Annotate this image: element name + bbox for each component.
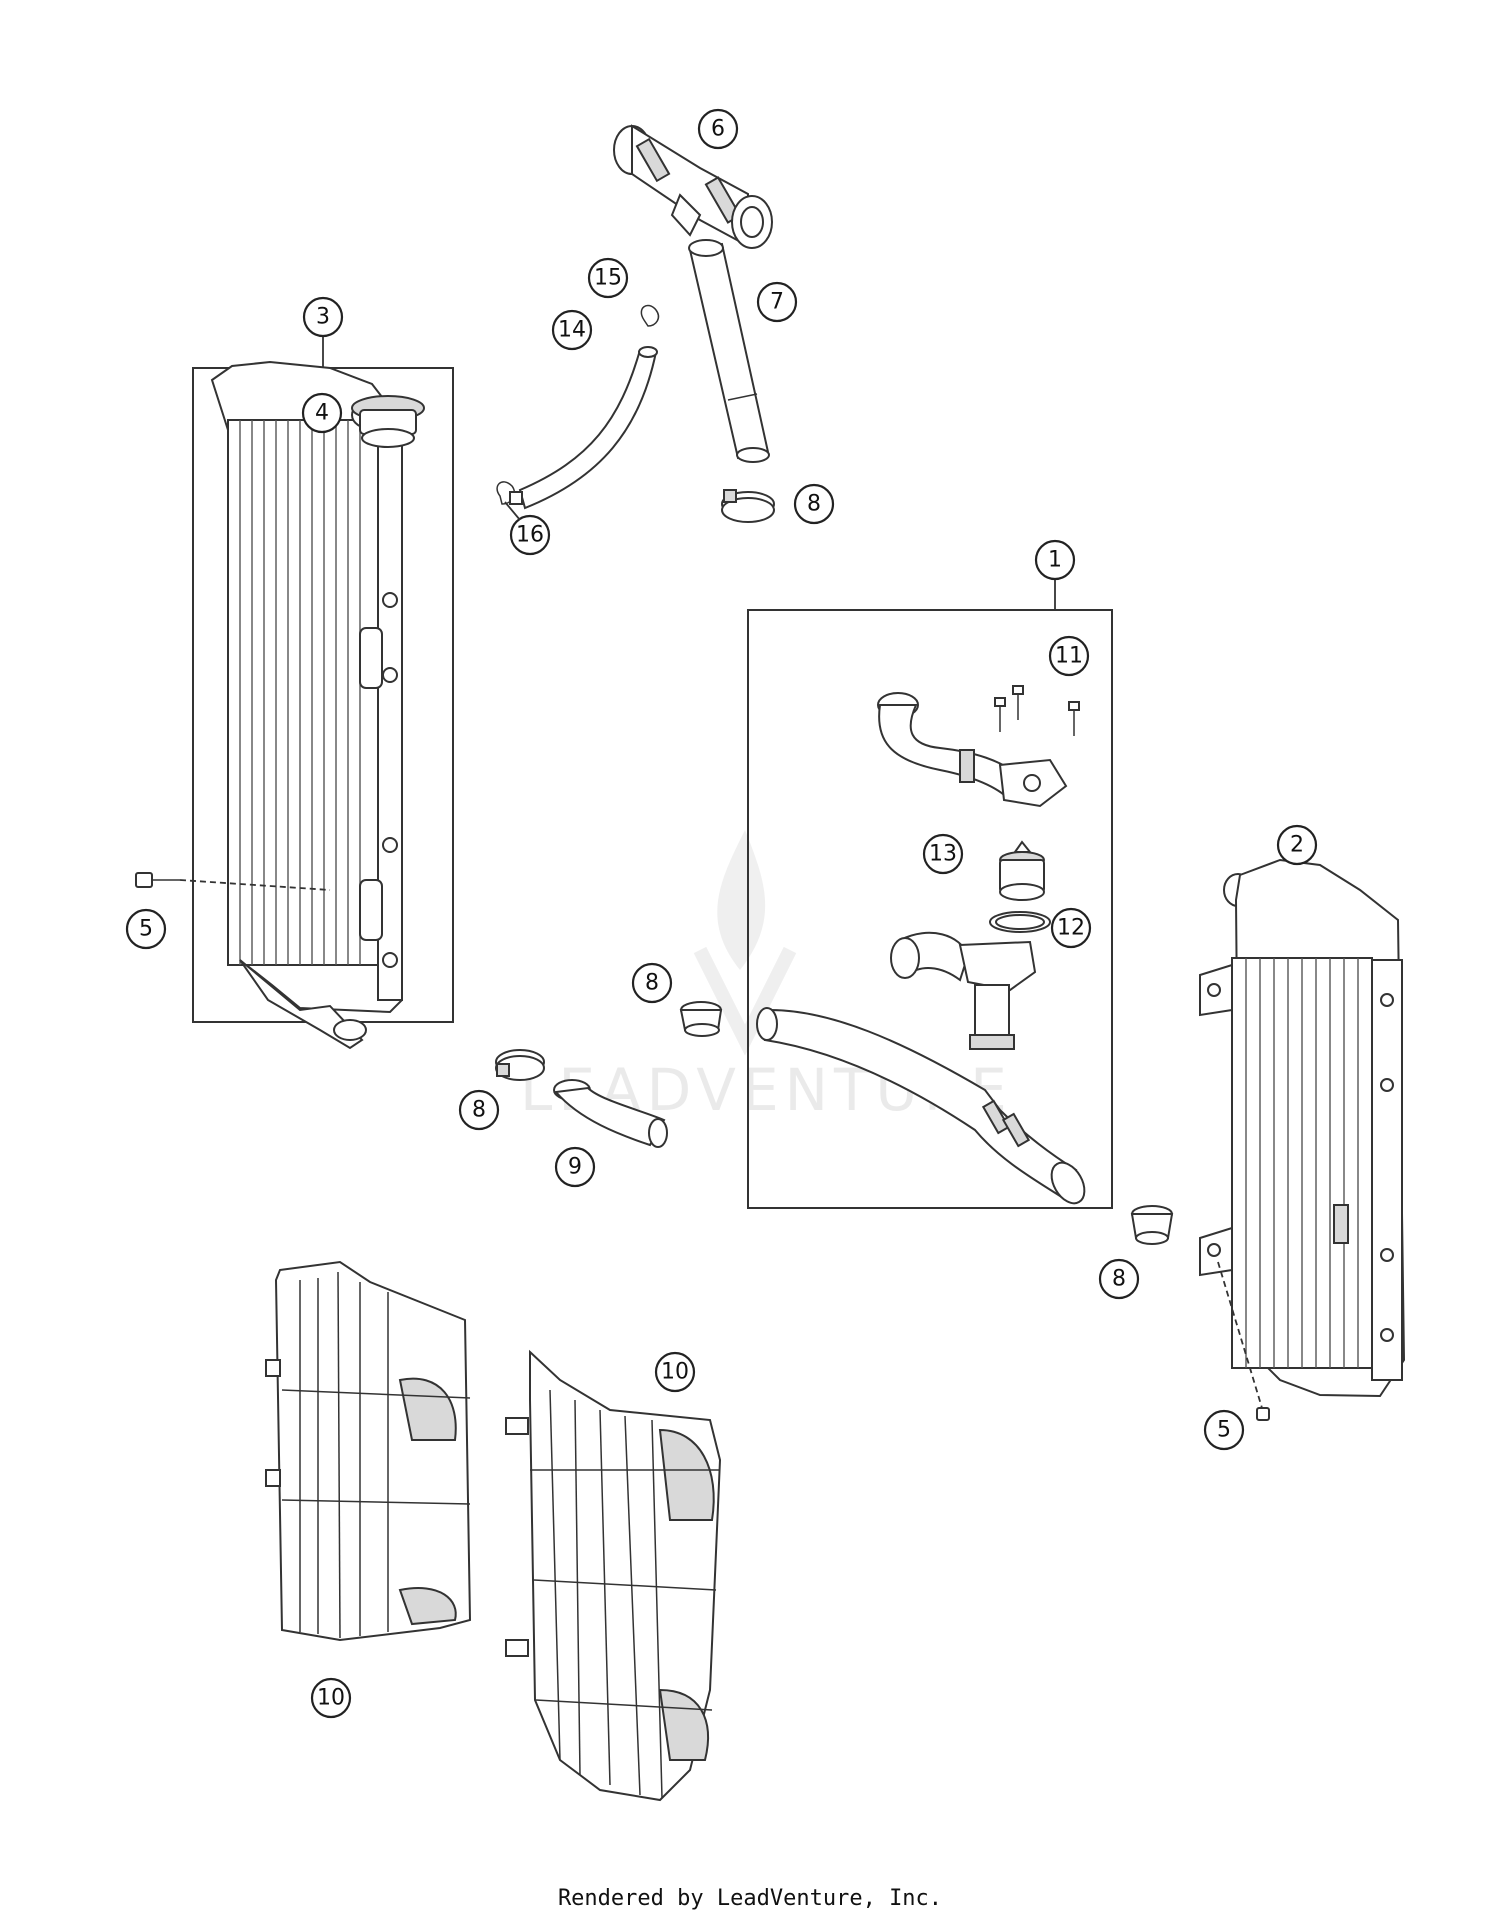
hose-clip-15[interactable] xyxy=(640,304,660,327)
radiator-left-fins xyxy=(239,420,361,965)
sleeve-middle[interactable] xyxy=(679,1001,723,1037)
svg-text:11: 11 xyxy=(1055,644,1083,669)
svg-text:10: 10 xyxy=(317,1686,345,1711)
svg-text:12: 12 xyxy=(1057,916,1085,941)
callout-14: 14 xyxy=(551,309,593,351)
svg-text:5: 5 xyxy=(1217,1418,1231,1443)
callout-13: 13 xyxy=(922,833,964,875)
svg-text:9: 9 xyxy=(568,1155,582,1180)
svg-text:13: 13 xyxy=(929,842,957,867)
svg-text:3: 3 xyxy=(316,305,330,330)
svg-text:1: 1 xyxy=(1048,548,1062,573)
hose-short[interactable] xyxy=(553,1079,668,1148)
callout-8-middle: 8 xyxy=(631,962,673,1004)
callout-6: 6 xyxy=(697,108,739,150)
callout-15: 15 xyxy=(587,257,629,299)
hose-assembly-group-frame xyxy=(747,609,1113,1209)
callout-10-right: 10 xyxy=(654,1351,696,1393)
callout-8-right: 8 xyxy=(1098,1258,1140,1300)
callout-1: 1 xyxy=(1034,539,1076,581)
svg-text:7: 7 xyxy=(770,290,784,315)
callout-16: 16 xyxy=(509,514,551,556)
svg-text:2: 2 xyxy=(1290,833,1304,858)
screws[interactable] xyxy=(994,685,1080,736)
thermostat[interactable] xyxy=(999,840,1045,901)
svg-text:10: 10 xyxy=(661,1360,689,1385)
svg-text:16: 16 xyxy=(516,523,544,548)
svg-text:8: 8 xyxy=(1112,1267,1126,1292)
callout-12: 12 xyxy=(1050,907,1092,949)
breather-hose[interactable] xyxy=(518,346,658,510)
radiator-shroud-left[interactable] xyxy=(265,1260,472,1642)
svg-text:8: 8 xyxy=(807,492,821,517)
hose-clamp-top[interactable] xyxy=(721,489,775,523)
svg-text:15: 15 xyxy=(594,266,622,291)
hose-clamp-lower[interactable] xyxy=(495,1049,545,1081)
svg-text:8: 8 xyxy=(472,1098,486,1123)
callout-2: 2 xyxy=(1276,824,1318,866)
svg-text:5: 5 xyxy=(139,917,153,942)
hose-with-housing[interactable] xyxy=(756,931,1091,1209)
callout-5-right: 5 xyxy=(1203,1409,1245,1451)
callout-4: 4 xyxy=(301,392,343,434)
screw-left[interactable] xyxy=(135,872,331,891)
callout-11: 11 xyxy=(1048,635,1090,677)
callout-10-left: 10 xyxy=(310,1677,352,1719)
hose-with-flange[interactable] xyxy=(877,692,1068,808)
hose-upper[interactable] xyxy=(613,124,773,249)
radiator-left[interactable] xyxy=(210,360,403,1050)
svg-text:8: 8 xyxy=(645,971,659,996)
callout-8-top: 8 xyxy=(793,483,835,525)
sleeve-right[interactable] xyxy=(1130,1205,1174,1245)
radiator-cap[interactable] xyxy=(351,395,425,448)
o-ring[interactable] xyxy=(989,911,1051,933)
callout-9: 9 xyxy=(554,1146,596,1188)
hose-clip-16[interactable] xyxy=(496,481,523,505)
callout-7: 7 xyxy=(756,281,798,323)
radiator-right[interactable] xyxy=(1199,858,1406,1398)
svg-text:14: 14 xyxy=(558,318,586,343)
svg-text:6: 6 xyxy=(711,117,725,142)
radiator-shroud-right[interactable] xyxy=(505,1349,722,1802)
svg-text:4: 4 xyxy=(315,401,329,426)
tube[interactable] xyxy=(688,239,770,463)
radiator-right-fins xyxy=(1245,958,1359,1368)
callout-3: 3 xyxy=(302,296,344,338)
screw-right[interactable] xyxy=(1217,1261,1270,1421)
callout-8-lower-left: 8 xyxy=(458,1089,500,1131)
footer-credit: Rendered by LeadVenture, Inc. xyxy=(557,1886,943,1911)
callout-5-left: 5 xyxy=(125,908,167,950)
